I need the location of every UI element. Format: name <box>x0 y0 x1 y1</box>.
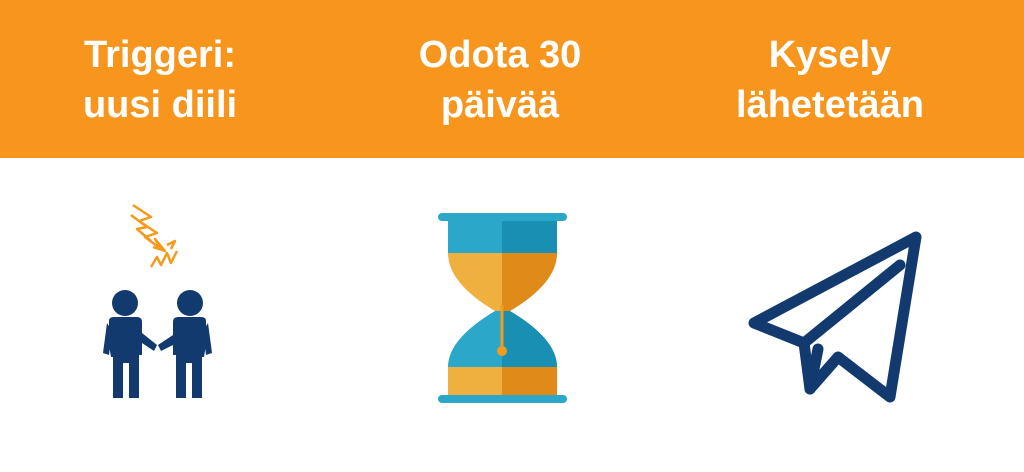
step-1-title-line-2: uusi diili <box>82 84 238 126</box>
header-banner <box>0 0 1024 158</box>
hourglass-icon <box>438 213 567 403</box>
step-3-title: Kysely lähetetään <box>680 30 980 130</box>
step-3-title-line-1: Kysely <box>768 34 892 76</box>
person-left-icon <box>103 290 157 398</box>
step-3-title-line-2: lähetetään <box>736 84 924 126</box>
step-1-title-line-1: Triggeri: <box>83 34 237 76</box>
handshake-deal-icon <box>103 203 212 398</box>
step-2-title-line-1: Odota 30 <box>418 34 582 76</box>
person-right-icon <box>158 290 212 398</box>
lightning-spark-icon <box>130 203 179 268</box>
paper-plane-icon <box>748 231 922 403</box>
hourglass-bottom-cap <box>438 395 567 403</box>
step-1-title: Triggeri: uusi diili <box>10 30 310 130</box>
step-2-title: Odota 30 päivää <box>350 30 650 130</box>
hourglass-top-cap <box>438 213 567 221</box>
step-2-title-line-2: päivää <box>440 84 560 126</box>
